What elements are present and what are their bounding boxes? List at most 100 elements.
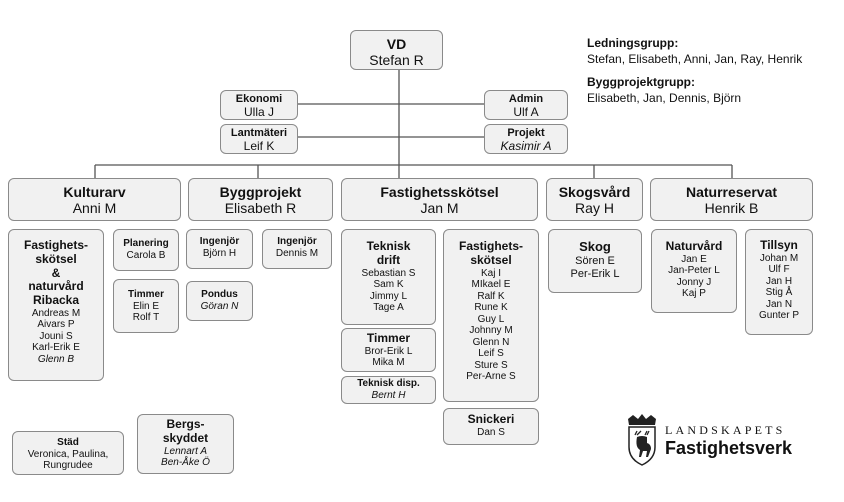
- unit-ingenjor-2: Ingenjör Dennis M: [262, 229, 332, 269]
- member-name: Guy L: [477, 313, 505, 325]
- unit-pondus-title: Pondus: [201, 289, 238, 300]
- dept-kulturarv-title: Kulturarv: [63, 184, 126, 200]
- unit-title-line: skötsel: [35, 251, 77, 266]
- unit-teknisk-disp-title: Teknisk disp.: [357, 378, 420, 389]
- deer-crest-icon: [628, 414, 656, 466]
- member-name: Sam K: [373, 279, 404, 291]
- unit-teknisk-disp: Teknisk disp. Bernt H: [341, 376, 436, 404]
- member-name: Jan E: [681, 253, 707, 265]
- dept-kulturarv-head: Anni M: [72, 200, 117, 217]
- member-name: Tage A: [373, 302, 404, 314]
- member-name: Ben-Åke Ö: [161, 457, 210, 469]
- unit-tillsyn-title: Tillsyn: [760, 238, 798, 252]
- dept-naturreservat-head: Henrik B: [704, 200, 759, 217]
- member-name: Kaj I: [480, 267, 501, 279]
- byggprojektgrupp-members: Elisabeth, Jan, Dennis, Björn: [587, 90, 742, 105]
- member-name: Veronica, Paulina,: [27, 448, 109, 460]
- member-name: Jonny J: [676, 276, 712, 288]
- unit-planering: Planering Carola B: [113, 229, 179, 271]
- unit-title-line: naturvård: [28, 279, 84, 294]
- landskapets-fastighetsverk-logo: LANDSKAPETS Fastighetsverk: [625, 413, 830, 468]
- member-name: Aivars P: [37, 319, 75, 331]
- logo-line-2: Fastighetsverk: [665, 438, 793, 458]
- dept-fastighetsskotsel-head: Jan M: [420, 200, 459, 217]
- member-name: Göran N: [200, 300, 239, 312]
- unit-title-line: &: [51, 265, 61, 280]
- vd-name: Stefan R: [369, 52, 424, 69]
- unit-title-line: Ribacka: [32, 293, 80, 308]
- member-name: Jan N: [765, 298, 793, 310]
- unit-snickeri: Snickeri Dan S: [443, 408, 539, 445]
- admin-name: Ulf A: [513, 104, 539, 119]
- unit-skog-title: Skog: [579, 239, 611, 254]
- unit-title-line: skötsel: [470, 252, 512, 267]
- member-name: Per-Arne S: [466, 371, 516, 383]
- ekonomi-title: Ekonomi: [235, 93, 283, 105]
- byggprojektgrupp-title: Byggprojektgrupp:: [587, 75, 695, 90]
- member-name: Mika M: [372, 357, 405, 369]
- member-name: Gunter P: [758, 310, 800, 322]
- dept-skogsvard-head: Ray H: [575, 200, 614, 217]
- unit-skog: Skog Sören E Per-Erik L: [548, 229, 642, 293]
- unit-title-line: skyddet: [162, 430, 209, 445]
- dept-byggprojekt-head: Elisabeth R: [224, 200, 297, 217]
- member-name: Per-Erik L: [570, 267, 620, 280]
- member-name: Rolf T: [132, 312, 160, 323]
- member-name: Dan S: [477, 426, 505, 438]
- unit-title-line: Teknisk: [366, 239, 411, 253]
- unit-teknisk-drift: Teknisk drift Sebastian S Sam K Jimmy L …: [341, 229, 436, 325]
- dept-fastighetsskotsel-title: Fastighetsskötsel: [380, 184, 499, 200]
- dept-skogsvard: Skogsvård Ray H: [546, 178, 643, 221]
- unit-planering-title: Planering: [123, 238, 169, 249]
- member-name: Carola B: [126, 249, 166, 261]
- lantmateri-box: Lantmäteri Leif K: [220, 124, 298, 154]
- unit-stad: Städ Veronica, Paulina, Rungrudee: [12, 431, 124, 475]
- dept-byggprojekt-title: Byggprojekt: [219, 184, 302, 200]
- member-name: Glenn B: [37, 353, 75, 365]
- unit-snickeri-title: Snickeri: [467, 412, 515, 426]
- member-name: Andreas M: [31, 307, 81, 319]
- member-name: MIkael E: [471, 279, 511, 291]
- ledningsgrupp-title: Ledningsgrupp:: [587, 36, 679, 50]
- unit-title-line: Fastighets-: [458, 239, 523, 253]
- member-name: Dennis M: [275, 247, 319, 259]
- unit-timmer-fastighet: Timmer Bror-Erik L Mika M: [341, 328, 436, 372]
- member-name: Ralf K: [477, 290, 505, 302]
- member-name: Leif S: [478, 348, 504, 360]
- ekonomi-name: Ulla J: [243, 104, 274, 119]
- member-name: Sture S: [474, 359, 508, 371]
- dept-fastighetsskotsel: Fastighetsskötsel Jan M: [341, 178, 538, 221]
- member-name: Sören E: [575, 254, 615, 267]
- member-name: Johan M: [759, 252, 799, 264]
- member-name: Stig Å: [765, 287, 793, 299]
- ekonomi-box: Ekonomi Ulla J: [220, 90, 298, 120]
- logo-line-1: LANDSKAPETS: [665, 423, 786, 437]
- dept-naturreservat: Naturreservat Henrik B: [650, 178, 813, 221]
- ledningsgrupp-members: Stefan, Elisabeth, Anni, Jan, Ray, Henri…: [587, 51, 803, 66]
- member-name: Glenn N: [472, 336, 510, 348]
- unit-ingenjor-title: Ingenjör: [277, 236, 317, 247]
- unit-ingenjor-title: Ingenjör: [199, 236, 240, 247]
- lantmateri-title: Lantmäteri: [230, 127, 288, 139]
- unit-timmer-title: Timmer: [128, 289, 164, 300]
- projekt-name: Kasimir A: [500, 138, 552, 153]
- member-name: Bernt H: [371, 389, 406, 401]
- unit-title-line: Bergs-: [166, 417, 205, 431]
- group-info: Ledningsgrupp: Stefan, Elisabeth, Anni, …: [587, 36, 802, 106]
- unit-fastighetsskotsel-naturvard: Fastighets- skötsel & naturvård Ribacka …: [8, 229, 104, 381]
- member-name: Bror-Erik L: [364, 345, 413, 357]
- member-name: Sebastian S: [361, 267, 416, 279]
- unit-timmer-kulturarv: Timmer Elin E Rolf T: [113, 279, 179, 333]
- dept-byggprojekt: Byggprojekt Elisabeth R: [188, 178, 333, 221]
- unit-fastighetsskotsel-team: Fastighets- skötsel Kaj I MIkael E Ralf …: [443, 229, 539, 402]
- lantmateri-name: Leif K: [243, 138, 275, 153]
- unit-timmer-title: Timmer: [366, 331, 411, 345]
- member-name: Rune K: [474, 302, 508, 314]
- member-name: Jouni S: [39, 330, 73, 342]
- projekt-box: Projekt Kasimir A: [484, 124, 568, 154]
- member-name: Johnny M: [469, 325, 513, 337]
- admin-title: Admin: [508, 93, 544, 105]
- unit-title-line: Fastighets-: [23, 238, 88, 252]
- unit-naturvard: Naturvård Jan E Jan-Peter L Jonny J Kaj …: [651, 229, 737, 313]
- vd-box: VD Stefan R: [350, 30, 443, 70]
